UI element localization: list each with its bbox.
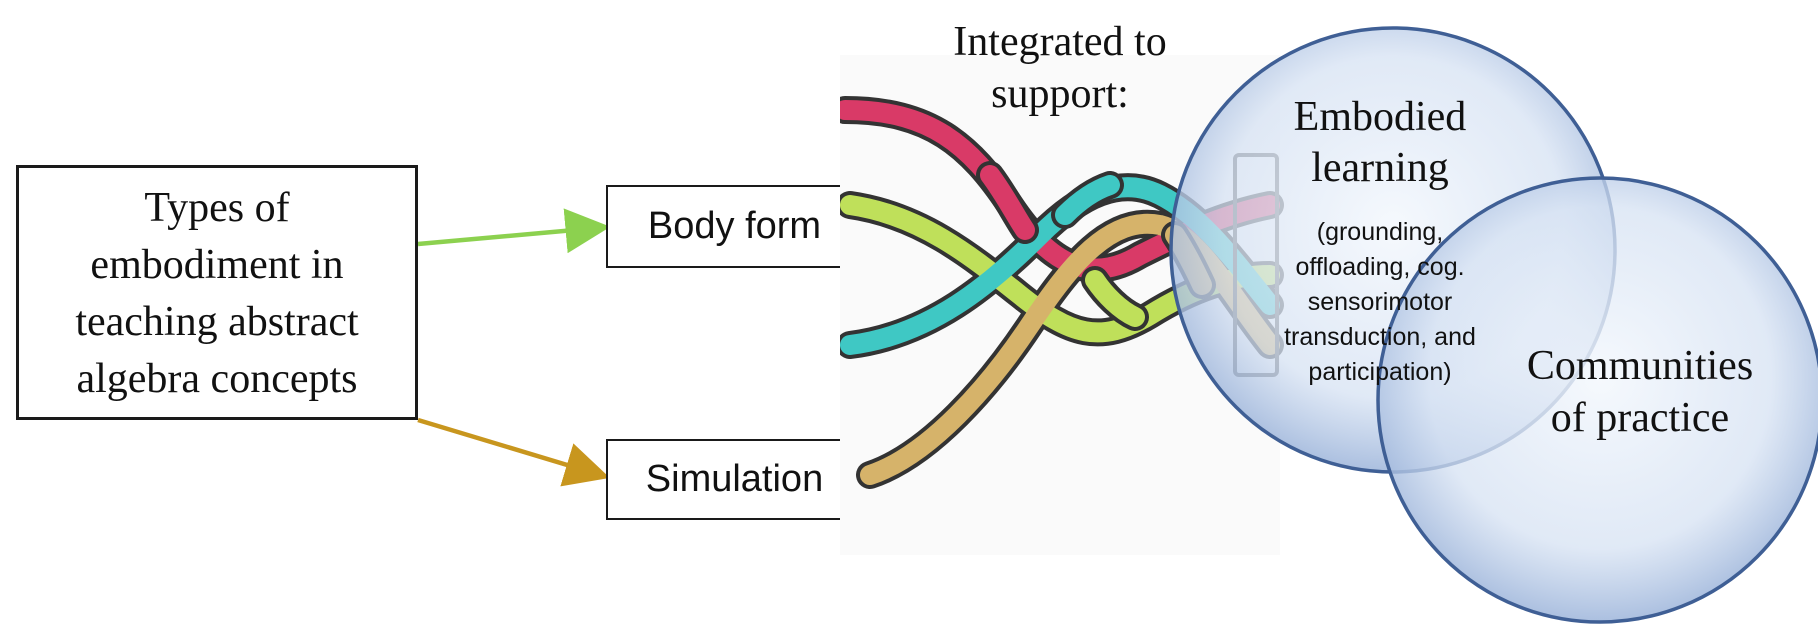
embodied-learning-detail: (grounding, offloading, cog. sensorimoto… (1240, 215, 1520, 390)
embodied-learning-title: Embodied learning (1225, 92, 1535, 194)
communities-of-practice-title: Communities of practice (1490, 340, 1790, 444)
